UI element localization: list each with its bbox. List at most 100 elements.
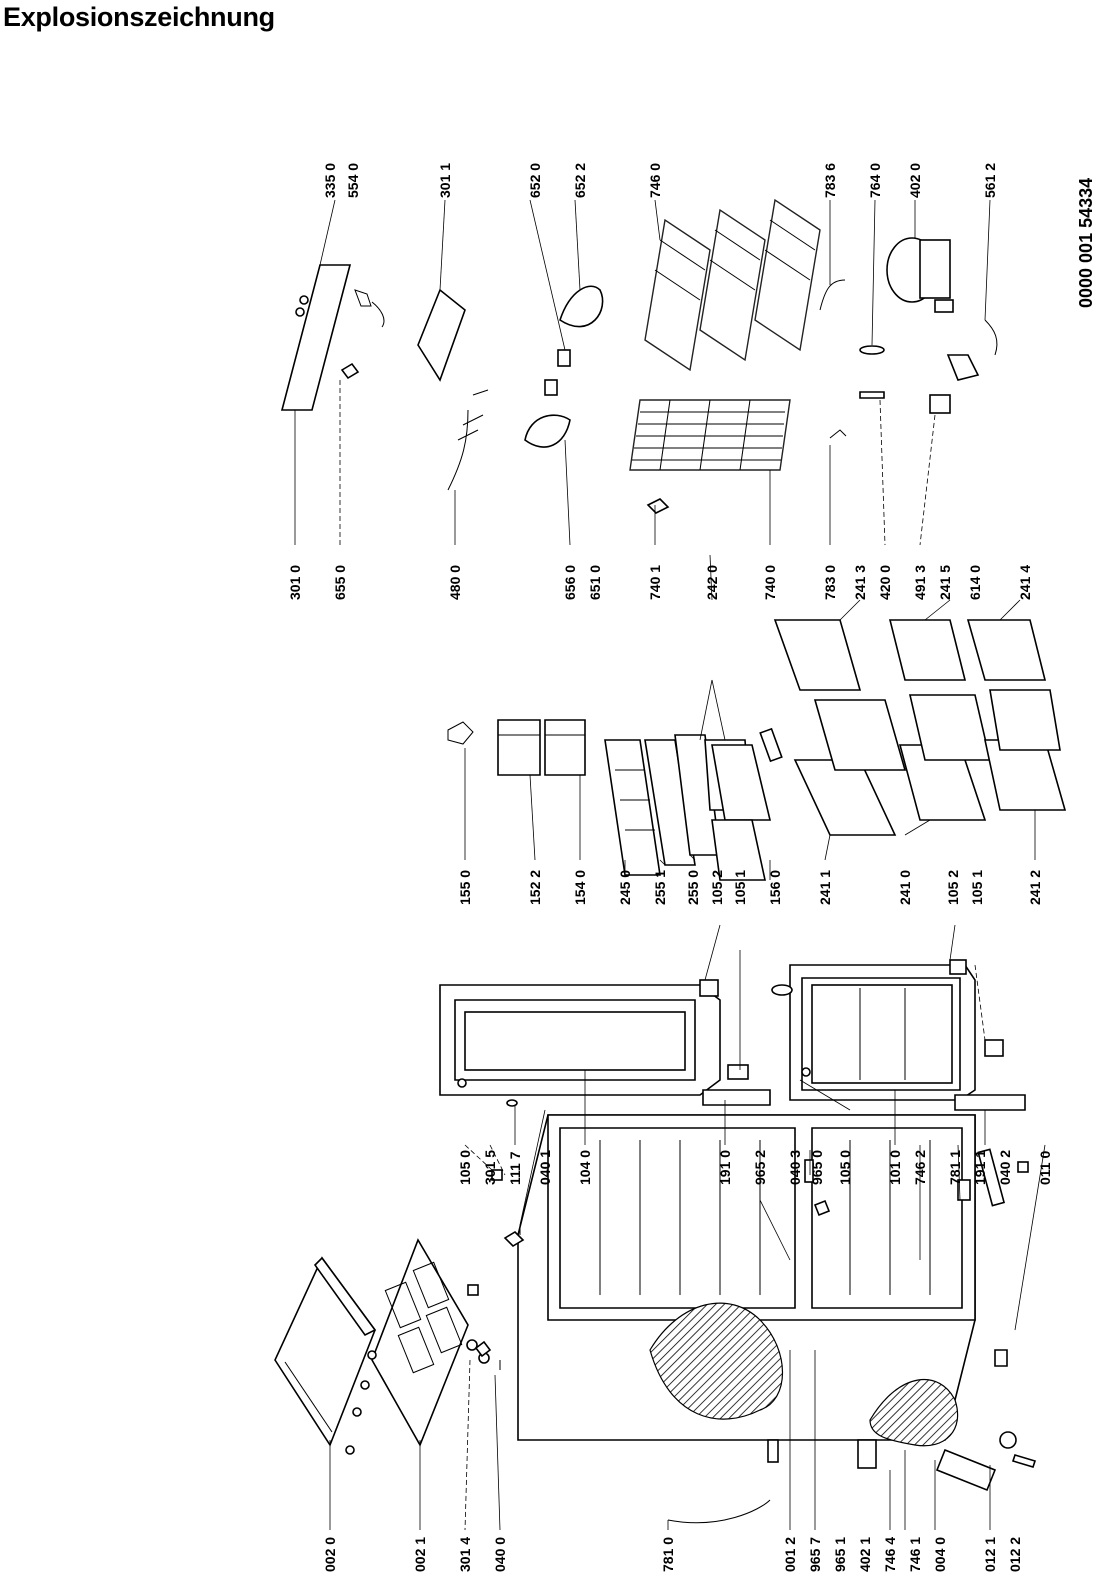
part-number-label: 965 0 (809, 1150, 825, 1185)
part-number-label: 004 0 (932, 1537, 948, 1572)
part-number-label: 012 1 (982, 1537, 998, 1572)
part-number-label: 402 1 (857, 1537, 873, 1572)
part-number-label: 965 7 (807, 1537, 823, 1572)
part-number-label: 101 0 (887, 1150, 903, 1185)
part-number-label: 420 0 (877, 565, 893, 600)
part-number-label: 105 2 (945, 870, 961, 905)
part-number-label: 652 2 (572, 163, 588, 198)
evaporator-part (629, 399, 791, 514)
part-number-label: 241 3 (852, 565, 868, 600)
part-number-label: 402 0 (907, 163, 923, 198)
document-number: 0000 001 54334 (1076, 178, 1096, 308)
part-number-label: 614 0 (967, 565, 983, 600)
fan-assembly-part (524, 285, 604, 448)
part-number-label: 781 0 (660, 1537, 676, 1572)
upper-door-part (439, 979, 771, 1107)
part-number-label: 105 0 (837, 1150, 853, 1185)
part-number-label: 746 2 (912, 1150, 928, 1185)
relay-part (929, 394, 951, 414)
leader-lines (294, 199, 1046, 1531)
page-title: Explosionszeichnung (3, 2, 275, 32)
part-number-label: 241 0 (897, 870, 913, 905)
right-small-parts (804, 1148, 1037, 1492)
hinge-small-parts (467, 1169, 525, 1370)
part-number-label: 241 5 (937, 565, 953, 600)
compressor-part (886, 237, 954, 313)
part-number-label: 242 0 (704, 565, 720, 600)
part-number-label: 652 0 (527, 163, 543, 198)
cable-part (984, 319, 998, 356)
part-number-label: 040 0 (492, 1537, 508, 1572)
crisper-boxes-part (704, 727, 783, 881)
part-number-label: 154 0 (572, 870, 588, 905)
part-number-label: 301 5 (482, 1150, 498, 1185)
control-panel-part (280, 264, 385, 411)
part-number-label: 104 0 (577, 1150, 593, 1185)
part-number-label: 255 1 (652, 870, 668, 905)
part-number-label: 655 0 (332, 565, 348, 600)
part-number-labels: 002 0 002 1 301 4 040 0 781 0 001 2 965 7 965 1… (287, 163, 1053, 1572)
condenser-part (644, 198, 821, 372)
part-number-label: 245 0 (617, 870, 633, 905)
part-number-label: 105 1 (732, 870, 748, 905)
top-frame-part (371, 1238, 469, 1447)
part-number-label: 480 0 (447, 565, 463, 600)
part-number-label: 740 0 (762, 565, 778, 600)
part-number-label: 301 4 (457, 1537, 473, 1572)
part-number-label: 740 1 (647, 565, 663, 600)
freezer-drawers-part (773, 619, 1067, 836)
part-number-label: 561 2 (982, 163, 998, 198)
part-number-label: 651 0 (587, 565, 603, 600)
part-number-label: 746 0 (647, 163, 663, 198)
part-number-label: 783 0 (822, 565, 838, 600)
part-number-label: 152 2 (527, 870, 543, 905)
door-shelves-part (447, 719, 586, 776)
part-number-label: 105 2 (709, 870, 725, 905)
starter-part (946, 354, 980, 381)
part-number-label: 746 4 (882, 1537, 898, 1572)
wiring-harness-part (447, 389, 489, 491)
part-number-label: 554 0 (345, 163, 361, 198)
part-number-label: 191 1 (972, 1150, 988, 1185)
part-number-label: 255 0 (685, 870, 701, 905)
parts-layer (274, 198, 1067, 1524)
cabinet-body-part (517, 1114, 976, 1524)
part-number-label: 002 0 (322, 1537, 338, 1572)
part-number-label: 335 0 (322, 163, 338, 198)
part-number-label: 656 0 (562, 565, 578, 600)
part-number-label: 012 2 (1007, 1537, 1023, 1572)
part-number-label: 746 1 (907, 1537, 923, 1572)
pipe-part (819, 279, 846, 311)
part-number-label: 040 1 (537, 1150, 553, 1185)
part-number-label: 001 2 (782, 1537, 798, 1572)
cover-plate-part (417, 288, 466, 382)
part-number-label: 301 1 (437, 163, 453, 198)
glass-shelves-part (604, 734, 721, 876)
top-cover-part (274, 1256, 377, 1447)
part-number-label: 965 2 (752, 1150, 768, 1185)
part-number-label: 040 2 (997, 1150, 1013, 1185)
part-number-label: 156 0 (767, 870, 783, 905)
part-number-label: 301 0 (287, 565, 303, 600)
part-number-label: 155 0 (457, 870, 473, 905)
part-number-label: 491 3 (912, 565, 928, 600)
part-number-label: 241 1 (817, 870, 833, 905)
part-number-label: 002 1 (412, 1537, 428, 1572)
part-number-label: 011 0 (1037, 1151, 1053, 1185)
filter-part (859, 345, 885, 355)
part-number-label: 241 4 (1017, 565, 1033, 600)
part-number-label: 781 1 (947, 1150, 963, 1185)
part-number-label: 241 2 (1027, 870, 1043, 905)
thermostat-part (859, 391, 885, 399)
pipe-small-part (829, 429, 847, 439)
part-number-label: 040 3 (787, 1150, 803, 1185)
part-number-label: 965 1 (832, 1537, 848, 1572)
part-number-label: 764 0 (867, 163, 883, 198)
part-number-label: 105 0 (457, 1150, 473, 1185)
part-number-label: 111 7 (507, 1151, 523, 1185)
part-number-label: 191 0 (717, 1150, 733, 1185)
lower-door-part (771, 959, 1026, 1111)
part-number-label: 105 1 (969, 870, 985, 905)
part-number-label: 783 6 (822, 163, 838, 198)
